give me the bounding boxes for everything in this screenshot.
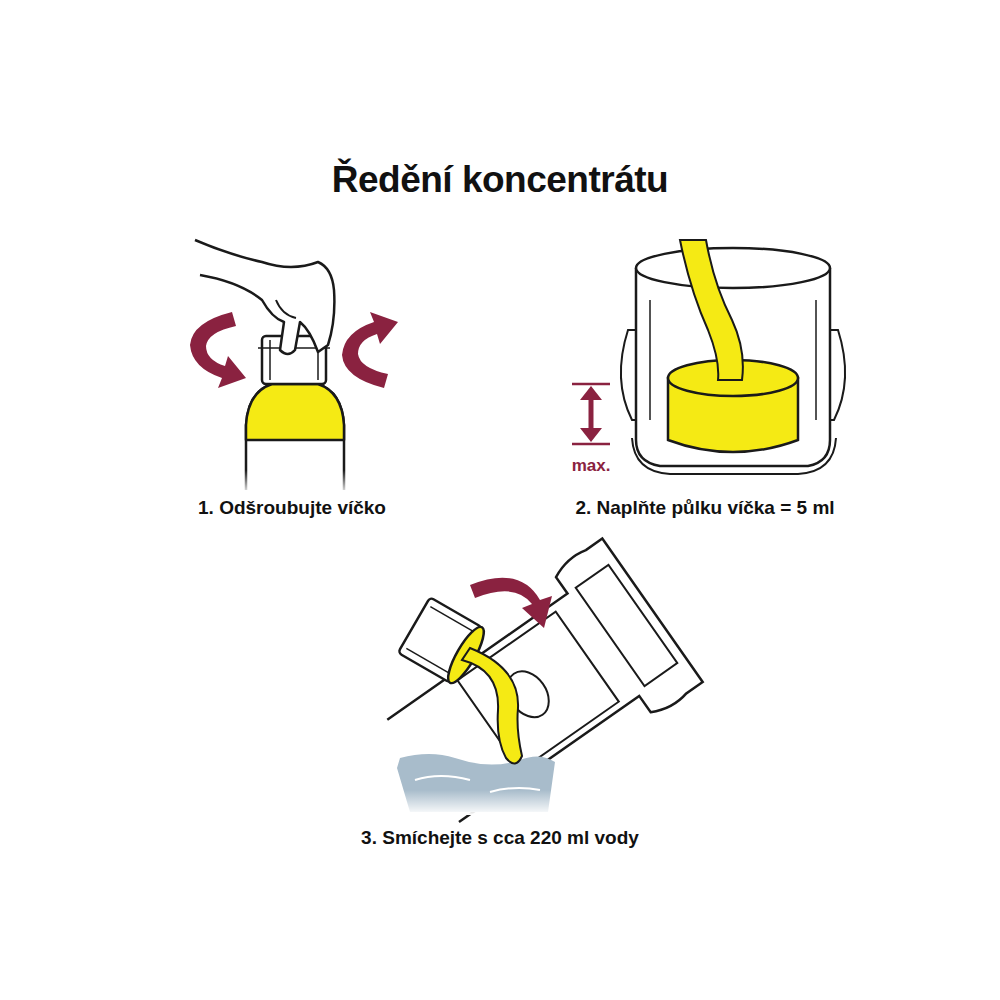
title: Ředění koncentrátu (332, 159, 668, 201)
max-level-arrow (572, 384, 610, 444)
measuring-cap (621, 240, 845, 474)
water (385, 754, 565, 815)
pouring-cap (398, 597, 522, 763)
pour-arrow (470, 578, 552, 628)
step-caption: 2. Naplňte půlku víčka = 5 ml (575, 497, 834, 519)
step-caption: 1. Odšroubujte víčko (198, 497, 386, 519)
max-label: max. (572, 456, 611, 476)
tilted-bottle (372, 537, 704, 844)
rotate-arrows (190, 312, 398, 388)
step-caption: 3. Smíchejte s cca 220 ml vody (361, 827, 639, 849)
